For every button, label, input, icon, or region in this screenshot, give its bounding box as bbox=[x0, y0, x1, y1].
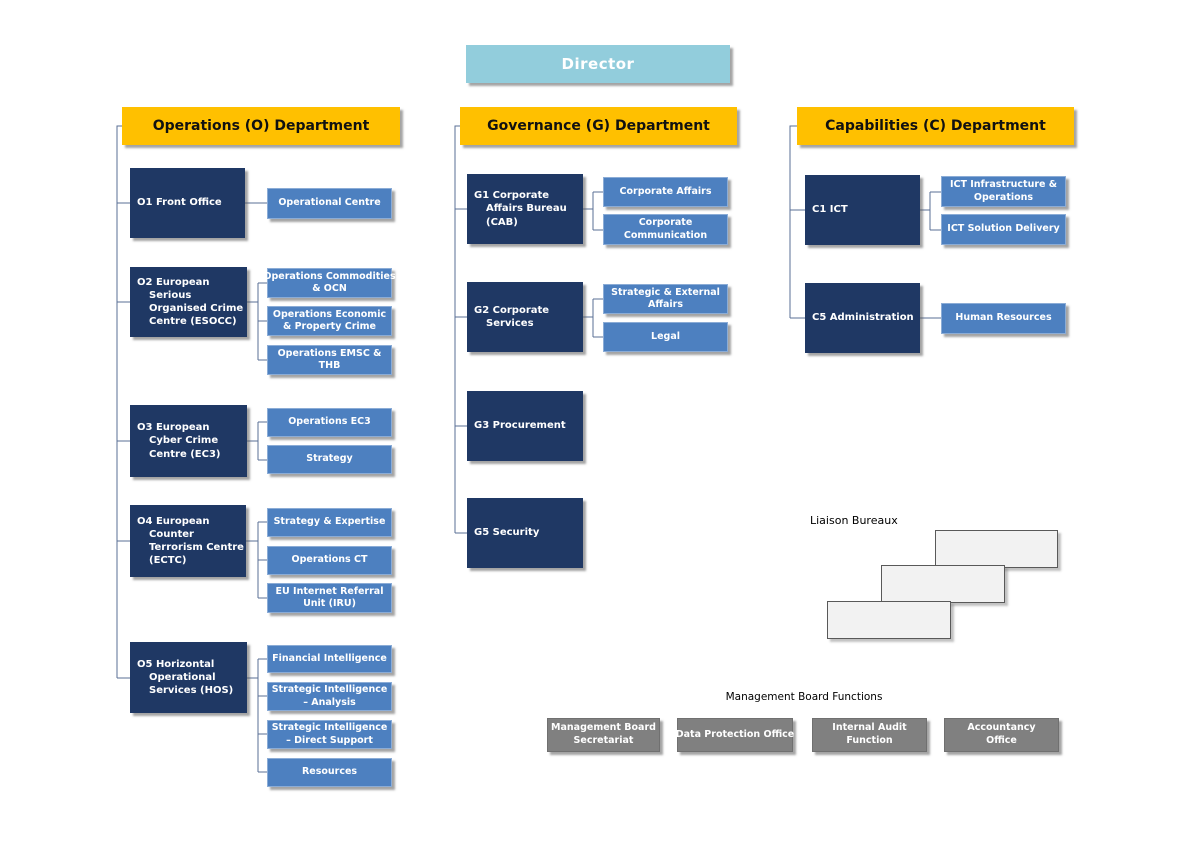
child-operations-ec3: Operations EC3 bbox=[267, 408, 392, 437]
child-label: ICT Infrastructure & Operations bbox=[949, 179, 1058, 203]
child-label: Operations EC3 bbox=[288, 416, 371, 428]
unit-g5-security: G5 Security bbox=[467, 498, 583, 568]
child-human-resources: Human Resources bbox=[941, 303, 1066, 334]
child-label: Resources bbox=[301, 766, 358, 778]
board-box-accountancy-office: Accountancy Office bbox=[944, 718, 1059, 752]
child-label: Financial Intelligence bbox=[272, 652, 387, 664]
department-header-capabilities: Capabilities (C) Department bbox=[797, 107, 1074, 145]
child-strategy: Strategy bbox=[267, 445, 392, 474]
child-label: Corporate Communication bbox=[623, 217, 708, 241]
unit-o1-front-office: O1 Front Office bbox=[130, 168, 245, 238]
unit-label: O5 Horizontal Operational Services (HOS) bbox=[137, 658, 234, 697]
liaison-card bbox=[935, 530, 1058, 568]
child-label: Operations Economic & Property Crime bbox=[272, 308, 387, 332]
unit-c1-ict: C1 ICT bbox=[805, 175, 920, 245]
child-label: EU Internet Referral Unit (IRU) bbox=[275, 585, 384, 609]
board-box-label: Management Board Secretariat bbox=[551, 722, 656, 746]
unit-label: O1 Front Office bbox=[137, 197, 222, 209]
board-box-label: Accountancy Office bbox=[967, 722, 1036, 746]
unit-label: O2 European Serious Organised Crime Cent… bbox=[137, 276, 244, 328]
department-header-label: Governance (G) Department bbox=[487, 118, 710, 134]
child-eu-internet-referral-unit: EU Internet Referral Unit (IRU) bbox=[267, 583, 392, 613]
unit-g1-cab: G1 Corporate Affairs Bureau (CAB) bbox=[467, 174, 583, 244]
department-header-label: Capabilities (C) Department bbox=[825, 118, 1046, 134]
board-box-internal-audit-function: Internal Audit Function bbox=[812, 718, 927, 752]
child-label: Human Resources bbox=[955, 312, 1052, 324]
unit-label: C5 Administration bbox=[812, 312, 914, 324]
board-box-label: Data Protection Office bbox=[675, 728, 795, 740]
child-operations-ct: Operations CT bbox=[267, 546, 392, 575]
child-label: Operations Commodities & OCN bbox=[263, 270, 396, 294]
board-box-management-board-secretariat: Management Board Secretariat bbox=[547, 718, 660, 752]
child-ict-solution-delivery: ICT Solution Delivery bbox=[941, 214, 1066, 245]
child-operational-centre: Operational Centre bbox=[267, 188, 392, 219]
child-label: Strategy & Expertise bbox=[273, 516, 386, 528]
unit-o5-hos: O5 Horizontal Operational Services (HOS) bbox=[130, 642, 247, 713]
unit-g3-procurement: G3 Procurement bbox=[467, 391, 583, 461]
liaison-card bbox=[827, 601, 951, 639]
department-header-operations: Operations (O) Department bbox=[122, 107, 400, 145]
child-strategic-external-affairs: Strategic & External Affairs bbox=[603, 284, 728, 314]
board-box-label: Internal Audit Function bbox=[832, 722, 907, 746]
unit-label: O4 European Counter Terrorism Centre (EC… bbox=[137, 515, 244, 567]
child-strategic-intelligence-direct-support: Strategic Intelligence – Direct Support bbox=[267, 720, 392, 749]
child-label: Corporate Affairs bbox=[619, 185, 712, 197]
unit-label: G2 Corporate Services bbox=[474, 304, 550, 329]
child-label: Strategic & External Affairs bbox=[611, 286, 720, 310]
child-ict-infrastructure-operations: ICT Infrastructure & Operations bbox=[941, 176, 1066, 207]
child-strategic-intelligence-analysis: Strategic Intelligence – Analysis bbox=[267, 682, 392, 711]
unit-label: O3 European Cyber Crime Centre (EC3) bbox=[137, 422, 221, 460]
child-label: Operations CT bbox=[291, 554, 368, 566]
unit-label: G5 Security bbox=[474, 527, 540, 539]
child-label: Legal bbox=[651, 330, 680, 342]
unit-label: G1 Corporate Affairs Bureau (CAB) bbox=[474, 190, 567, 228]
child-operations-economic-property-crime: Operations Economic & Property Crime bbox=[267, 306, 392, 336]
unit-label: C1 ICT bbox=[812, 204, 848, 216]
unit-o2-esocc: O2 European Serious Organised Crime Cent… bbox=[130, 267, 247, 337]
child-label: Strategic Intelligence – Analysis bbox=[271, 684, 388, 708]
child-strategy-expertise: Strategy & Expertise bbox=[267, 508, 392, 537]
child-label: Strategy bbox=[306, 453, 353, 465]
liaison-card bbox=[881, 565, 1005, 603]
liaison-bureaux-label: Liaison Bureaux bbox=[810, 514, 898, 527]
unit-label: G3 Procurement bbox=[474, 420, 566, 432]
child-financial-intelligence: Financial Intelligence bbox=[267, 645, 392, 673]
department-header-governance: Governance (G) Department bbox=[460, 107, 737, 145]
unit-o4-ectc: O4 European Counter Terrorism Centre (EC… bbox=[130, 505, 246, 577]
child-resources: Resources bbox=[267, 758, 392, 787]
child-legal: Legal bbox=[603, 322, 728, 352]
child-operations-commodities-ocn: Operations Commodities & OCN bbox=[263, 268, 396, 298]
child-label: ICT Solution Delivery bbox=[947, 223, 1060, 235]
unit-g2-corporate-services: G2 Corporate Services bbox=[467, 282, 583, 352]
child-corporate-communication: Corporate Communication bbox=[603, 214, 728, 245]
child-label: Operations EMSC & THB bbox=[277, 347, 382, 371]
management-board-functions-label: Management Board Functions bbox=[725, 691, 883, 703]
board-box-data-protection-office: Data Protection Office bbox=[675, 718, 795, 752]
child-label: Strategic Intelligence – Direct Support bbox=[271, 722, 388, 746]
child-operations-emsc-thb: Operations EMSC & THB bbox=[267, 345, 392, 375]
child-corporate-affairs: Corporate Affairs bbox=[603, 177, 728, 207]
child-label: Operational Centre bbox=[278, 197, 381, 209]
director-box: Director bbox=[466, 45, 730, 83]
director-label: Director bbox=[561, 55, 635, 73]
department-header-label: Operations (O) Department bbox=[152, 118, 370, 134]
unit-o3-ec3: O3 European Cyber Crime Centre (EC3) bbox=[130, 405, 247, 477]
unit-c5-administration: C5 Administration bbox=[805, 283, 920, 353]
